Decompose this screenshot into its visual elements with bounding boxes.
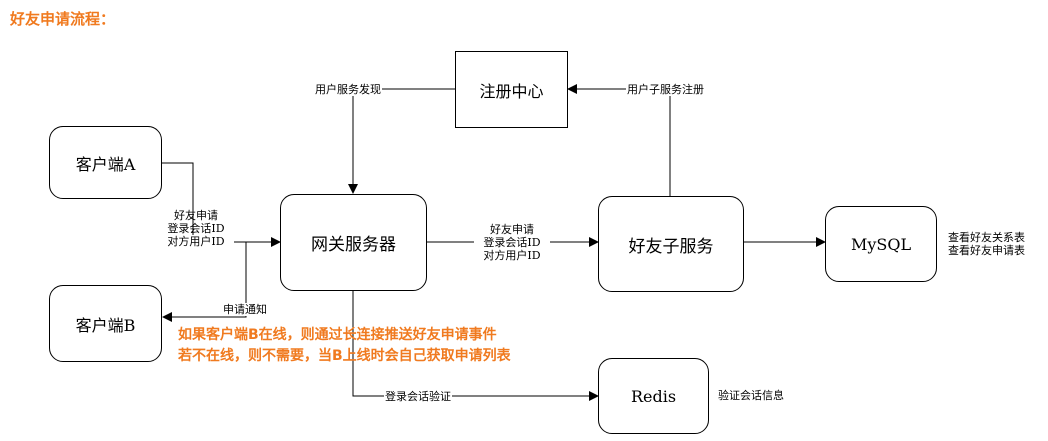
edge-notify [162,242,247,322]
node-redis-label: Redis [630,386,677,406]
edge-service-discovery [348,88,455,194]
node-registry: 注册中心 [455,51,568,128]
node-gateway-label: 网关服务器 [311,235,396,255]
client-request-line-1: 好友申请 [174,209,218,222]
mysql-annotation: 查看好友关系表 查看好友申请表 [948,231,1025,257]
node-client-a: 客户端A [49,126,162,199]
node-client-b-label: 客户端B [75,315,136,335]
gateway-to-friend-line-3: 对方用户ID [483,249,541,262]
edge-label-gateway-to-friend: 好友申请 登录会话ID 对方用户ID [474,223,550,262]
node-redis: Redis [598,358,709,434]
node-registry-label: 注册中心 [479,81,544,101]
node-gateway: 网关服务器 [280,194,427,291]
node-mysql-label: MySQL [850,234,912,254]
client-request-line-3: 对方用户ID [158,235,234,248]
gateway-to-friend-line-1: 好友申请 [490,223,534,236]
node-client-a-label: 客户端A [75,154,136,174]
edge-label-service-registration: 用户子服务注册 [626,83,705,96]
edge-label-session-verify: 登录会话验证 [384,390,452,403]
client-request-line-2: 登录会话ID [167,222,225,235]
redis-annotation: 验证会话信息 [718,389,784,402]
edge-service-registration [567,84,671,196]
mysql-annotation-line-1: 查看好友关系表 [948,231,1025,244]
online-note-line-2: 若不在线，则不需要，当B上线时会自己获取申请列表 [178,348,511,364]
node-friend-service: 好友子服务 [598,196,744,292]
node-mysql: MySQL [825,206,937,282]
online-note-line-1: 如果客户端B在线，则通过长连接推送好友申请事件 [178,327,497,343]
edge-client-request [162,162,281,247]
node-client-b: 客户端B [49,285,162,362]
node-friend-service-label: 好友子服务 [628,236,714,257]
gateway-to-friend-line-2: 登录会话ID [474,236,550,249]
online-note: 如果客户端B在线，则通过长连接推送好友申请事件 若不在线，则不需要，当B上线时会… [178,325,511,367]
edge-label-client-request: 好友申请 登录会话ID 对方用户ID [158,209,234,248]
edge-label-service-discovery: 用户服务发现 [314,83,382,96]
mysql-annotation-line-2: 查看好友申请表 [948,244,1025,257]
diagram-title: 好友申请流程： [10,10,116,28]
edge-label-notify: 申请通知 [222,303,268,316]
edge-session-verify [352,291,599,401]
